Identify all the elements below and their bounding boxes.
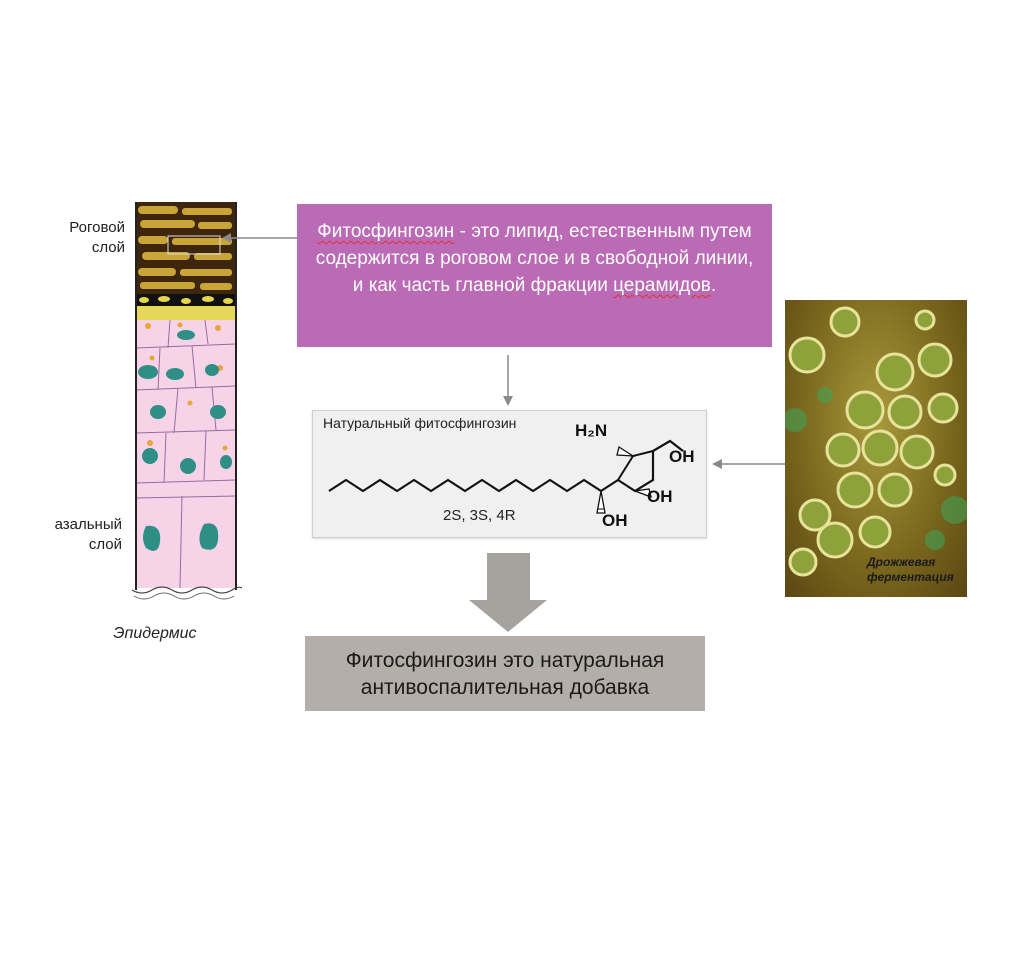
stereochemistry-label: 2S, 3S, 4R [443, 507, 516, 524]
result-box: Фитосфингозин это натуральная антивоспал… [305, 636, 705, 711]
epidermis-illustration [131, 202, 242, 600]
hydroxyl-label-3: OH [602, 511, 628, 530]
structure-title: Натуральный фитосфингозин [323, 415, 517, 431]
basal-layer-label: азальный слой [54, 516, 122, 553]
result-text: Фитосфингозин это натуральная антивоспал… [345, 649, 665, 699]
down-big-arrow [469, 553, 547, 632]
definition-box: Фитосфингозин - это липид, естественным … [297, 204, 772, 347]
definition-text-end: . [710, 275, 717, 296]
amine-label: H₂N [575, 421, 608, 440]
definition-term-ceramides: церамидов [613, 275, 711, 296]
yeast-micrograph: Дрожжевая ферментация [785, 300, 967, 597]
definition-text: - это липид, естественным путем содержит… [315, 221, 754, 296]
yeast-caption: Дрожжевая ферментация [867, 555, 954, 584]
yeast-cells [785, 306, 967, 577]
hydroxyl-label-2: OH [647, 487, 673, 506]
definition-term: Фитосфингозин [317, 221, 455, 242]
hydroxyl-label-1: OH [669, 447, 695, 466]
epidermis-caption: Эпидермис [113, 625, 197, 642]
structure-box: Натуральный фитосфингозин H₂N OH OH OH 2… [312, 410, 707, 538]
horny-layer-label: Роговой слой [69, 219, 125, 256]
phytosphingosine-skeleton [328, 439, 684, 514]
